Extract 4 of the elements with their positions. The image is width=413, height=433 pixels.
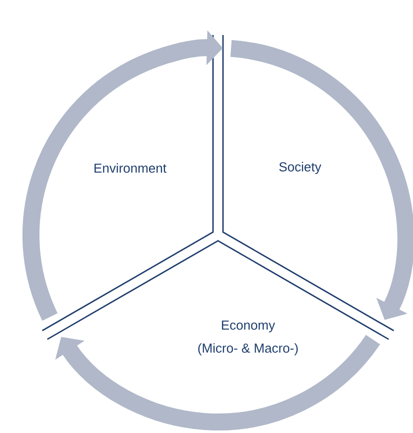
sector-label: Environment bbox=[94, 163, 166, 173]
sector-label: Society bbox=[279, 162, 322, 174]
sector-label: Economy (Micro- & Macro-) bbox=[198, 320, 298, 356]
cycle-arrow bbox=[55, 334, 380, 430]
